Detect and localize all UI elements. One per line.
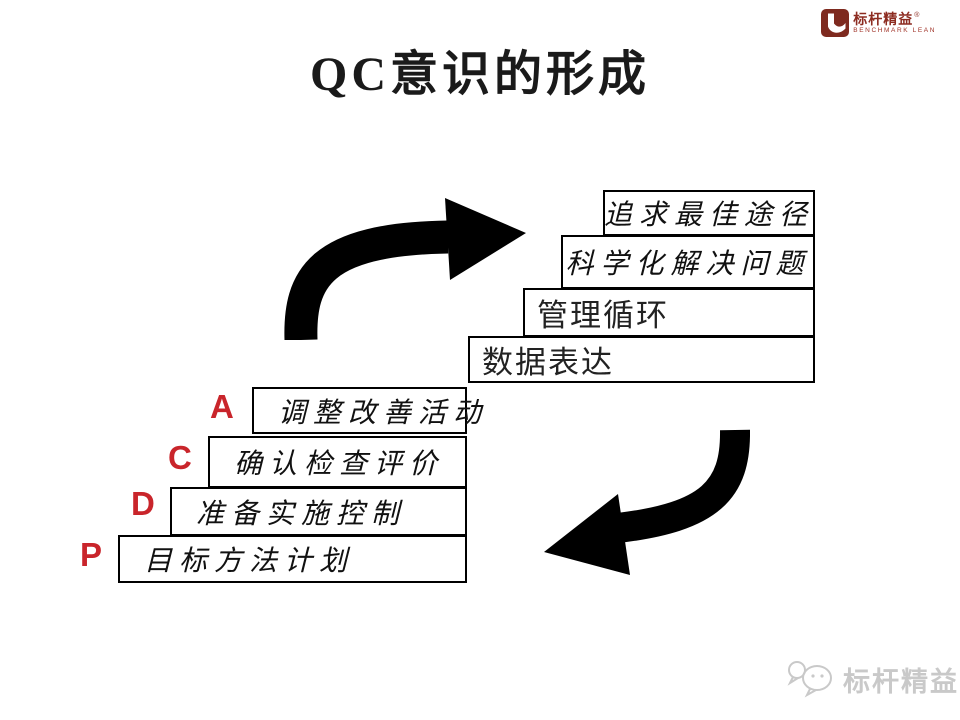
slide-title: QC意识的形成	[309, 48, 650, 101]
pdca-step-label: 目标方法计划	[144, 545, 355, 576]
logo-brand-name: 标杆精益	[853, 10, 914, 27]
benchmark-lean-logo: 标杆精益 ® BENCHMARK LEAN	[821, 9, 936, 37]
pdca-step-box-plan: 目标方法计划	[118, 535, 467, 583]
watermark-text: 标杆精益	[843, 667, 959, 697]
pdca-step-label: 调整改善活动	[278, 396, 489, 428]
logo-brand-subtitle: BENCHMARK LEAN	[853, 26, 936, 34]
step-box-scientific-problem-solving: 科学化解决问题	[561, 235, 815, 289]
pdca-step-label: 准备实施控制	[196, 497, 407, 529]
pdca-step-label: 确认检查评价	[234, 448, 445, 479]
step-box-pursue-best-way: 追求最佳途径	[603, 190, 815, 236]
curved-arrow-up-right-icon	[280, 190, 530, 345]
step-box-management-cycle: 管理循环	[523, 288, 815, 337]
chat-bubbles-icon	[785, 655, 837, 704]
curved-arrow-down-left-icon	[530, 420, 751, 595]
step-label: 科学化解决问题	[565, 248, 811, 279]
pdca-step-box-check: 确认检查评价	[208, 436, 467, 488]
pdca-step-box-do: 准备实施控制	[170, 487, 467, 536]
step-label: 管理循环	[537, 298, 669, 333]
step-label: 追求最佳途径	[604, 199, 815, 230]
pdca-letter-p: P	[80, 536, 103, 573]
pdca-letter-a: A	[210, 388, 234, 425]
pdca-letter-c: C	[168, 439, 192, 476]
pdca-step-box-act: 调整改善活动	[252, 387, 481, 434]
registered-trademark-icon: ®	[914, 11, 920, 19]
pdca-letter-d: D	[131, 485, 155, 522]
benchmark-lean-logo-icon	[821, 9, 850, 37]
step-label: 数据表达	[482, 345, 614, 380]
watermark: 标杆精益	[785, 655, 959, 704]
step-box-data-expression: 数据表达	[468, 336, 815, 383]
